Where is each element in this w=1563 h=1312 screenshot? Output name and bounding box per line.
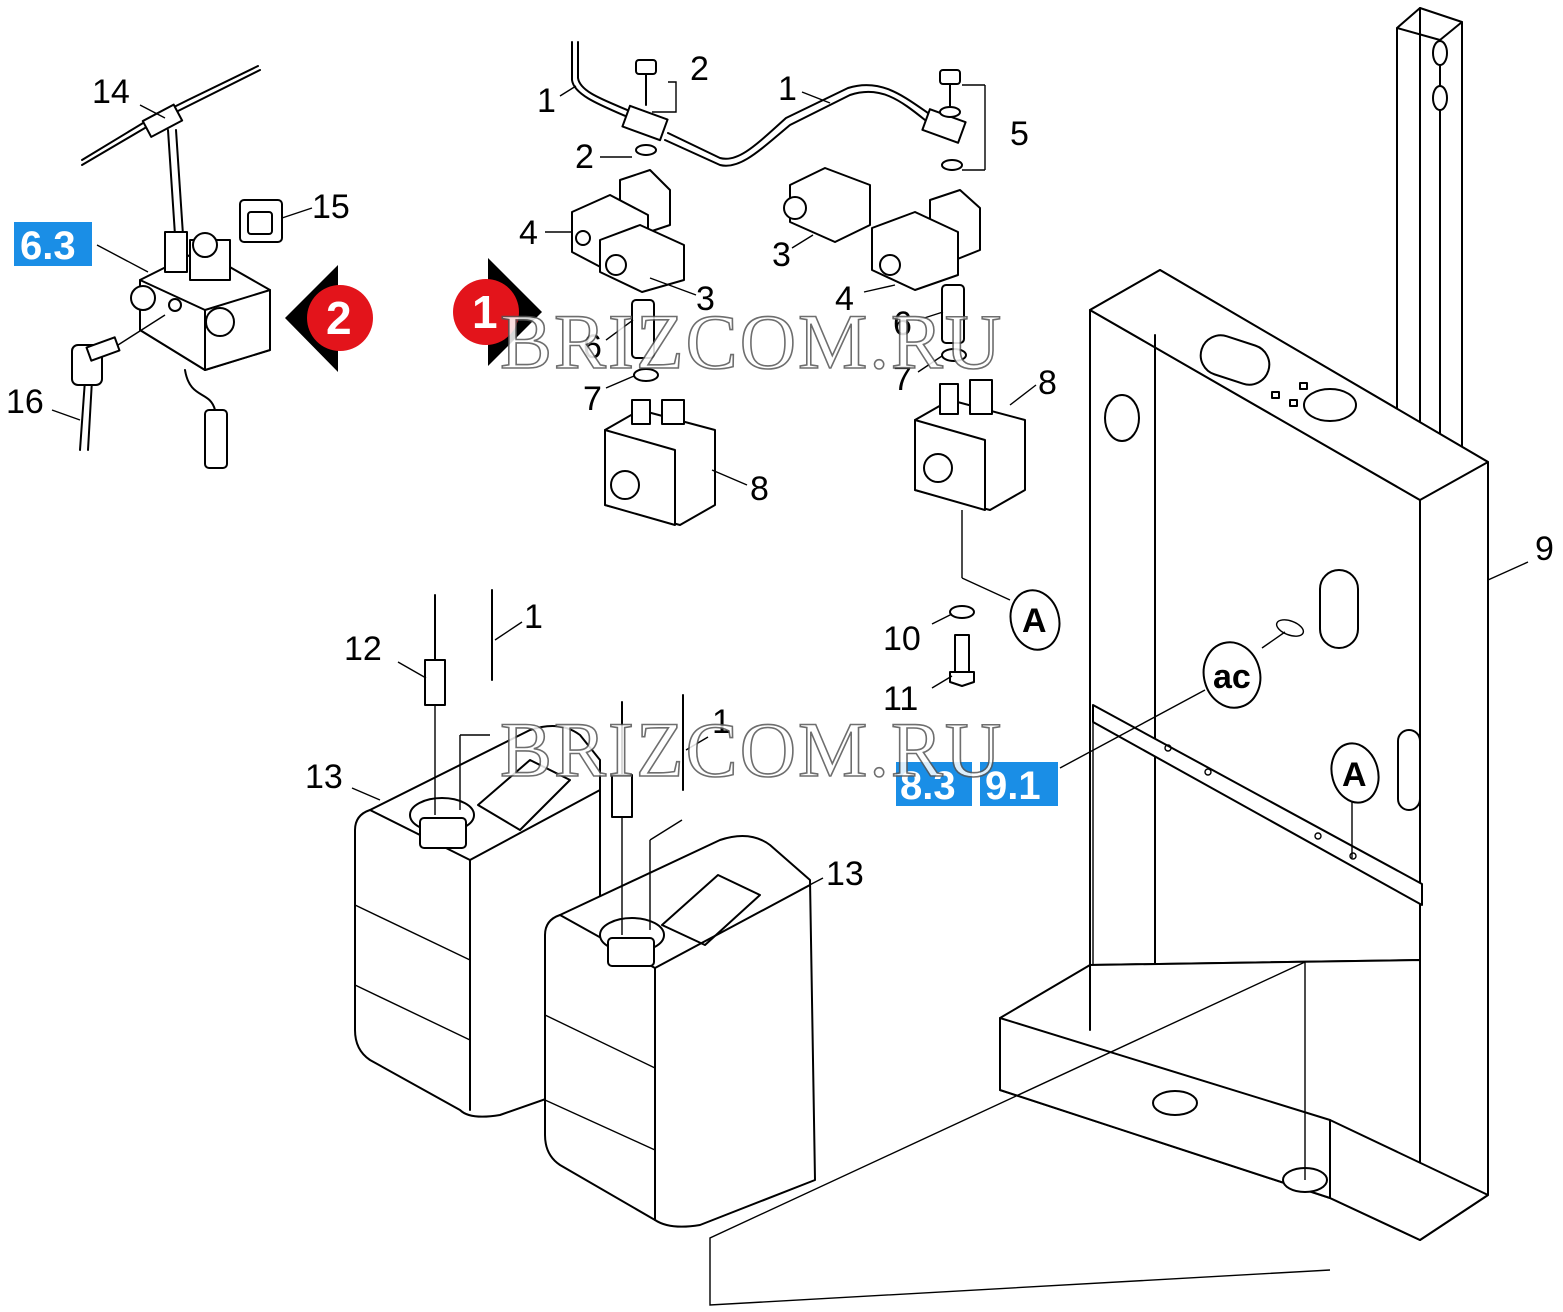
leader-lines [51,81,1529,891]
callout-4: 4 [835,280,854,318]
callout-1: 1 [524,598,543,636]
valve-assembly-left [571,41,929,526]
callout-1: 1 [778,70,797,108]
callout-3: 3 [696,280,715,318]
view-badge-2[interactable] [307,285,373,351]
ref-box-9-1[interactable] [980,762,1058,806]
callout-8: 8 [750,470,769,508]
callout-3: 3 [772,236,791,274]
callout-9: 9 [1535,530,1554,568]
circle-labels: A ac A [1009,589,1380,804]
ref-box-9-1-label: 9.1 [985,764,1041,808]
callout-11: 11 [883,680,918,718]
callout-16: 16 [6,383,44,421]
callout-6: 6 [583,328,602,366]
canister-left [354,589,601,1118]
pump-assembly [71,65,283,469]
callout-8: 8 [1038,364,1057,402]
callout-12: 12 [344,630,382,668]
watermarks: BRIZCOM.RU BRIZCOM.RU [499,297,1003,794]
ref-box-6-3[interactable] [14,222,92,266]
callout-numbers: 14 15 16 1 2 2 4 3 6 7 8 1 5 3 4 6 7 8 9… [6,50,1554,893]
callout-13: 13 [826,855,864,893]
circle-label-ac-text: ac [1213,658,1251,696]
callout-4: 4 [519,214,538,252]
watermark-top: BRIZCOM.RU [500,298,1003,385]
callout-2: 2 [575,138,594,176]
callout-15: 15 [312,188,350,226]
ref-box-6-3-label: 6.3 [20,224,76,268]
reference-boxes: 6.3 8.3 9.1 [14,222,1058,808]
watermark-middle: BRIZCOM.RU [500,706,1003,793]
callout-7: 7 [583,380,602,418]
circle-label-ac [1202,641,1262,709]
callout-13: 13 [305,758,343,796]
view-badge-1-number: 1 [472,286,498,338]
callout-5: 5 [1010,115,1029,153]
circle-label-a-top-text: A [1022,602,1047,640]
callout-14: 14 [92,73,130,111]
circle-label-a-top [1009,589,1061,651]
callout-6: 6 [893,305,912,343]
callout-2: 2 [690,50,709,88]
circle-label-a-bottom [1330,742,1380,804]
ref-box-8-3-label: 8.3 [900,764,956,808]
view-badge-1[interactable] [453,279,519,345]
circle-label-a-bottom-text: A [1342,756,1367,794]
callout-10: 10 [883,620,921,658]
cabinet-frame [709,7,1489,1306]
callout-7: 7 [893,360,912,398]
view-badge-2-number: 2 [326,292,352,344]
ref-box-8-3[interactable] [896,762,972,806]
callout-1: 1 [537,82,556,120]
view-badges: 2 1 [285,258,542,372]
callout-1: 1 [712,703,731,741]
canister-right [544,694,816,1228]
valve-assembly-right [783,69,1026,687]
